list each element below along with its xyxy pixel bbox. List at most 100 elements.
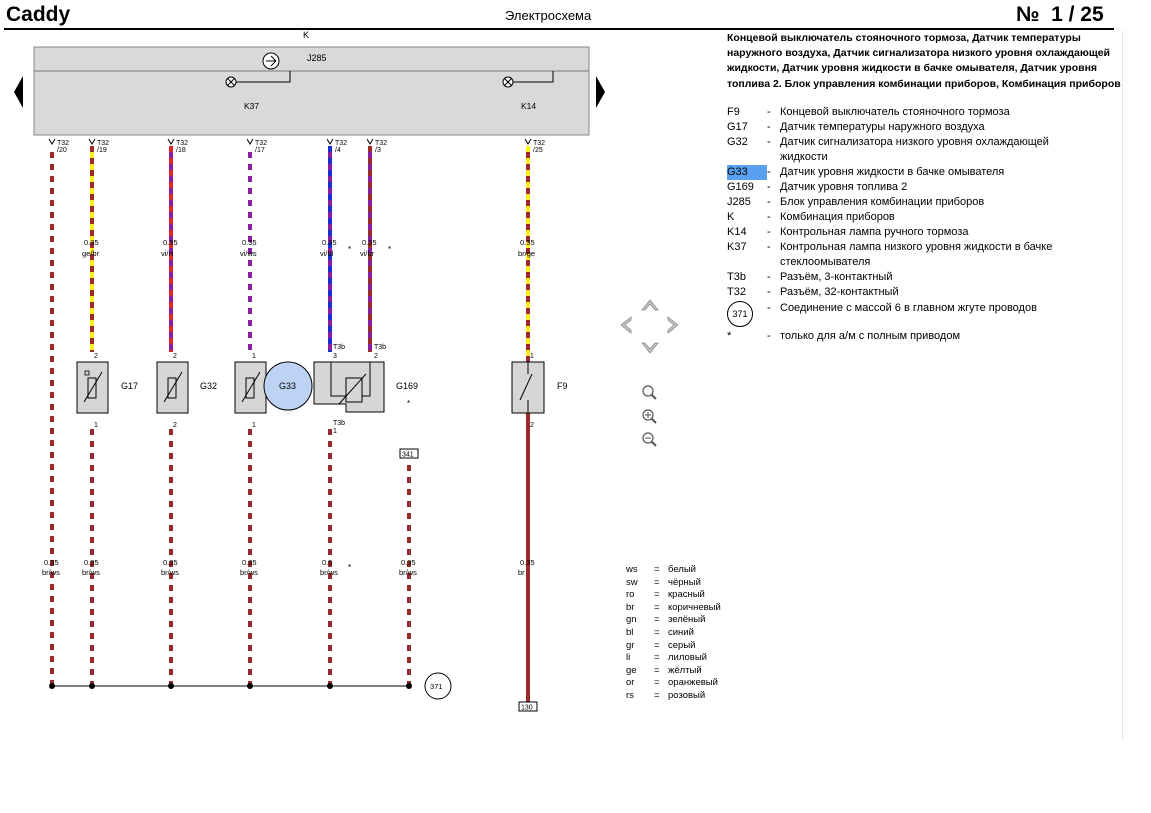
color-name: красный: [668, 589, 705, 601]
legend-code[interactable]: K14: [727, 226, 747, 238]
g32-pin-bottom: 2: [173, 422, 177, 429]
legend-dash: -: [767, 166, 771, 178]
legend-dash: -: [767, 121, 771, 133]
legend-dash: -: [767, 302, 771, 314]
legend-row-k37: K37 - Контрольная лампа низкого уровня ж…: [727, 240, 1087, 270]
legend-row-j285: J285 - Блок управления комбинации прибор…: [727, 195, 1087, 210]
legend-code[interactable]: G169: [727, 181, 754, 193]
sensor-g17: [76, 361, 109, 414]
sensor-g169-label: G169: [396, 381, 418, 391]
wire-terminal-arrow: [167, 138, 175, 145]
wire-pin-number-label: /25: [533, 147, 543, 154]
legend-desc: Соединение с массой 6 в главном жгуте пр…: [780, 302, 1037, 314]
legend-code[interactable]: G32: [727, 136, 748, 148]
pan-right-icon[interactable]: [667, 316, 679, 334]
lamp-k14-icon: [502, 76, 514, 88]
t3b-lower-label: T3b: [333, 420, 345, 427]
pan-up-icon[interactable]: [641, 299, 659, 311]
ground-371-legend-icon[interactable]: 371: [727, 301, 753, 327]
wire-pin-number-label: /4: [335, 147, 341, 154]
g169-pin-2: 2: [374, 353, 378, 360]
wire-color-label: vi/br: [360, 249, 375, 258]
g169-pin-3: 3: [333, 353, 337, 360]
color-name: серый: [668, 639, 696, 651]
legend-code[interactable]: G17: [727, 121, 748, 133]
color-equals: =: [654, 689, 660, 701]
legend-note-desc: только для а/м с полным приводом: [780, 330, 961, 342]
wire-pin-number-label: /18: [176, 147, 186, 154]
color-code: rs: [626, 689, 634, 701]
legend-row-g32: G32 - Датчик сигнализатора низкого уровн…: [727, 135, 1087, 165]
legend-row-note: * - только для а/м с полным приводом: [727, 329, 1087, 344]
t3b-upper-right-label: T3b: [374, 344, 386, 351]
page-number: № 1 / 25: [1016, 3, 1104, 26]
lamp-k14-label: K14: [521, 101, 536, 111]
color-code-row: ws=белый: [626, 564, 721, 577]
wire-pin-number-label: /17: [255, 147, 265, 154]
sensor-g17-label: G17: [121, 381, 138, 391]
wire-color-label: vi/bl: [320, 249, 334, 258]
legend-code[interactable]: K: [727, 211, 735, 223]
ref-341-label: 341: [402, 452, 414, 459]
f9-pin-bottom: 2: [530, 422, 534, 429]
legend-row-ground-371: 371 - Соединение с массой 6 в главном жг…: [727, 301, 1087, 327]
wire-gauge-label: 0.35: [163, 558, 178, 567]
pan-down-icon[interactable]: [641, 342, 659, 354]
color-code-row: rs=розовый: [626, 690, 721, 703]
color-code: br: [626, 601, 635, 613]
color-equals: =: [654, 564, 660, 575]
wire-color-label: br/ws: [42, 568, 60, 577]
zoom-out-icon[interactable]: [642, 432, 657, 447]
color-code-row: ro=красный: [626, 589, 721, 602]
panel-divider: [1122, 30, 1123, 740]
wire-gauge-label: 0.35: [84, 238, 99, 247]
wire-terminal-arrow: [326, 138, 334, 145]
wire-pin-connector-label: T32: [97, 140, 109, 147]
ground-371-icon: [424, 672, 452, 700]
color-code: or: [626, 677, 635, 689]
legend-dash: -: [767, 241, 771, 253]
legend-code[interactable]: F9: [727, 106, 740, 118]
legend-code[interactable]: T3b: [727, 271, 746, 283]
next-page-arrow-icon[interactable]: [596, 76, 605, 108]
legend-code[interactable]: K37: [727, 241, 747, 253]
wire-terminal-arrow: [524, 138, 532, 145]
wire-gauge-label: 0.35: [520, 238, 535, 247]
legend-code-selected[interactable]: G33: [727, 165, 767, 180]
color-equals: =: [654, 664, 660, 676]
pan-left-icon[interactable]: [620, 316, 632, 334]
switch-f9: [511, 361, 545, 414]
zoom-in-icon[interactable]: [642, 409, 657, 424]
wire-color-label: br/ws: [82, 568, 100, 577]
g33-pin-top: 1: [252, 353, 256, 360]
instrument-cluster-box: [33, 46, 590, 136]
sensor-g33: [234, 361, 313, 414]
g33-pin-bottom: 1: [252, 422, 256, 429]
legend-list: F9 - Концевой выключатель стояночного то…: [727, 105, 1087, 344]
wire-gauge-label: 0.35: [242, 558, 257, 567]
legend-code[interactable]: T32: [727, 286, 746, 298]
color-code-row: sw=чёрный: [626, 577, 721, 590]
legend-dash: -: [767, 271, 771, 283]
color-equals: =: [654, 626, 660, 638]
lamp-k37-label: K37: [244, 101, 259, 111]
legend-dash: -: [767, 286, 771, 298]
ecu-label: J285: [307, 53, 327, 63]
zoom-fit-icon[interactable]: [642, 385, 657, 400]
g17-pin-top: 2: [94, 353, 98, 360]
legend-code[interactable]: J285: [727, 196, 751, 208]
legend-desc: Датчик уровня топлива 2: [780, 181, 908, 193]
previous-page-arrow-icon[interactable]: [14, 76, 23, 108]
color-equals: =: [654, 652, 660, 664]
color-equals: =: [654, 589, 660, 601]
ecu-symbol-icon: [262, 52, 280, 70]
wire-color-label: ge/br: [82, 249, 100, 258]
legend-desc: Датчик сигнализатора низкого уровня охла…: [780, 136, 1049, 163]
vibr-note-asterisk: *: [388, 245, 391, 254]
color-equals: =: [654, 677, 660, 689]
legend-row-g169: G169 - Датчик уровня топлива 2: [727, 180, 1087, 195]
legend-desc: Концевой выключатель стояночного тормоза: [780, 106, 1010, 118]
legend-desc: Разъём, 32-контактный: [780, 286, 899, 298]
color-code: li: [626, 652, 631, 664]
